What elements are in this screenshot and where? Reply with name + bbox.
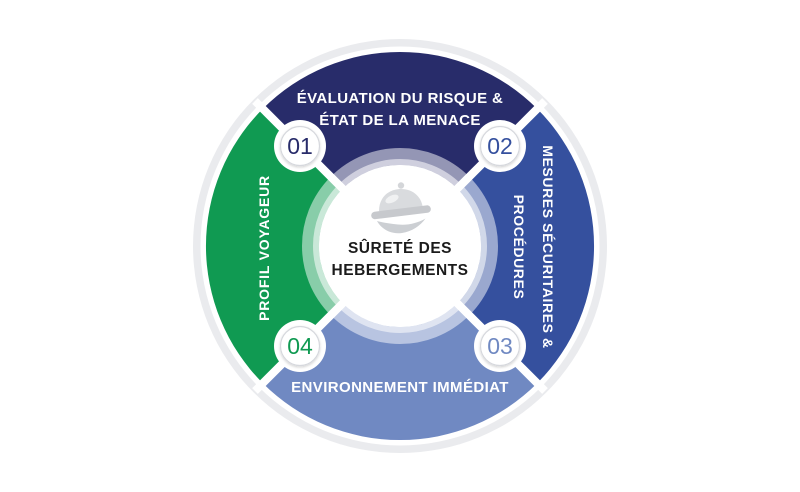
badge-02-circle: [474, 120, 526, 172]
segment-label-line: ÉTAT DE LA MENACE: [319, 112, 481, 129]
badge-03-circle: [474, 320, 526, 372]
segment-right: [457, 108, 595, 384]
segment-left: [205, 108, 343, 384]
serving-cloche-hand-icon: [371, 182, 431, 234]
segment-label-line: PROFIL VOYAGEUR: [256, 175, 272, 321]
center-title-line: SÛRETÉ DES: [347, 240, 453, 257]
step-number-03: 03: [487, 332, 513, 359]
segment-label-line: ENVIRONNEMENT IMMÉDIAT: [291, 379, 509, 396]
segment-label-line: ÉVALUATION DU RISQUE &: [296, 90, 504, 107]
inner-tint-ring-light: [313, 159, 487, 333]
badge-01-circle: [274, 120, 326, 172]
segment-label-environnement-immediat: ENVIRONNEMENT IMMÉDIAT: [200, 378, 600, 398]
step-number-04: 04: [287, 332, 313, 359]
center-title-line: HEBERGEMENTS: [331, 262, 469, 279]
center-hub: [319, 165, 481, 327]
segment-label-line: MESURES SÉCURITAIRES &: [540, 145, 556, 349]
inner-tint-ring: [302, 148, 498, 344]
segment-top: [262, 51, 538, 189]
step-number-02: 02: [487, 132, 513, 159]
segment-label-evaluation-du-risque: ÉVALUATION DU RISQUE & ÉTAT DE LA MENACE: [200, 88, 600, 132]
step-number-01: 01: [287, 132, 313, 159]
badge-04-circle: [274, 320, 326, 372]
segment-label-profil-voyageur: PROFIL VOYAGEUR: [254, 78, 274, 418]
segment-bottom: [262, 303, 538, 441]
center-title: SÛRETÉ DES HEBERGEMENTS: [280, 238, 520, 282]
